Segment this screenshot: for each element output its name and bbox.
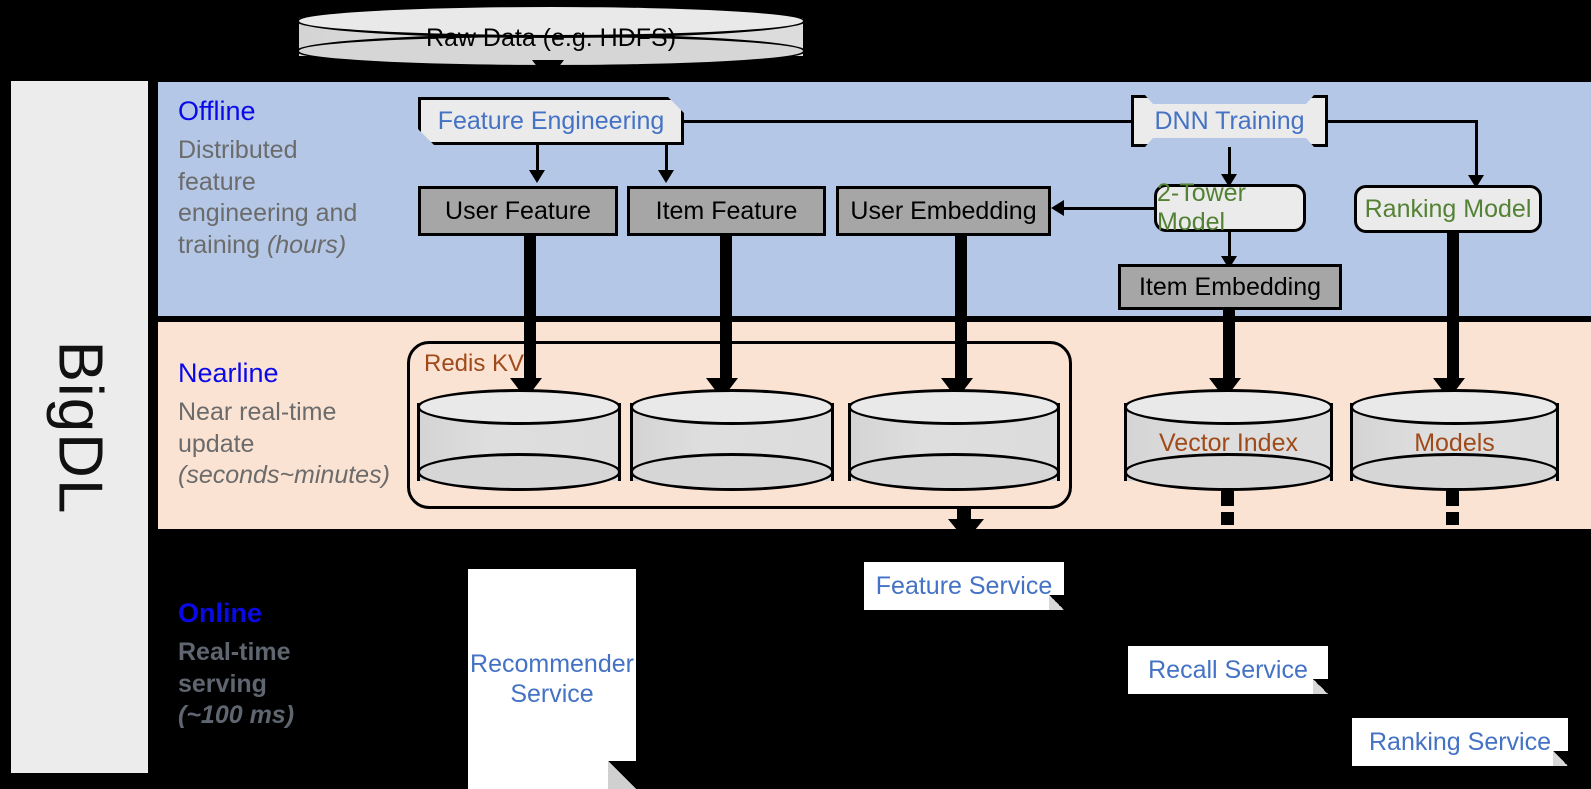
models-cylinder[interactable]: Models	[1350, 389, 1559, 495]
bigdl-framework-panel: BigDL	[8, 78, 151, 776]
offline-desc-line2: feature	[178, 167, 256, 196]
user-embedding-label: User Embedding	[850, 196, 1037, 225]
two-tower-model-label: 2-Tower Model	[1157, 179, 1246, 236]
offline-desc-emphasis: (hours)	[266, 230, 347, 259]
feature-engineering-node[interactable]: Feature Engineering	[418, 97, 684, 145]
connector-vectorindex-dot-2	[1221, 512, 1234, 525]
feature-service-node[interactable]: Feature Service	[864, 562, 1064, 610]
redis-kv-container	[407, 341, 1072, 509]
online-desc-emphasis: (~100 ms)	[178, 701, 295, 729]
pipe-userembedding-to-redis3	[955, 234, 967, 384]
arrow-fe-to-itemfeature-line	[665, 145, 668, 172]
offline-title: Offline	[178, 96, 256, 126]
offline-description: Distributed feature engineering and trai…	[178, 135, 388, 261]
arrow-fe-to-dnn-line	[684, 120, 1136, 123]
recall-service-node[interactable]: Recall Service	[1128, 646, 1328, 694]
recommender-service-label-line2: Service	[510, 680, 594, 708]
arrow-rawdata-to-fe-head	[532, 60, 564, 81]
page-fold-icon	[608, 761, 636, 789]
online-desc-line1: Real-time	[178, 638, 291, 666]
arrow-dnn-to-ranking-head	[1468, 175, 1484, 188]
ranking-service-node[interactable]: Ranking Service	[1352, 718, 1568, 766]
feature-service-label: Feature Service	[875, 572, 1053, 600]
pipe-itemembedding-to-vectorindex	[1223, 308, 1235, 384]
connector-models-dot-2	[1446, 512, 1459, 525]
item-feature-label: Item Feature	[655, 196, 798, 225]
user-feature-node[interactable]: User Feature	[418, 186, 618, 236]
online-caption: Online Real-time serving (~100 ms)	[178, 598, 408, 732]
pipe-userfeature-to-redis1	[524, 234, 536, 384]
item-embedding-node[interactable]: Item Embedding	[1118, 264, 1342, 310]
pipe-rankingmodel-to-models	[1447, 232, 1459, 384]
arrow-dnn-to-ranking-vline	[1475, 120, 1478, 177]
redis-kv-label: Redis KV	[424, 350, 525, 377]
nearline-caption: Nearline Near real-time update (seconds~…	[178, 358, 408, 492]
connector-models-dot-1	[1446, 489, 1459, 506]
raw-data-label: Raw Data (e.g. HDFS)	[425, 24, 677, 52]
raw-data-cylinder: Raw Data (e.g. HDFS)	[296, 4, 806, 68]
redis-cylinder-item-feature	[630, 389, 834, 495]
arrow-fe-to-itemfeature-head	[658, 170, 674, 183]
offline-desc-line4: training	[178, 230, 267, 259]
arrow-twotower-to-itemembedding-line	[1228, 232, 1231, 259]
page-fold-icon	[1553, 751, 1568, 766]
nearline-desc-line2: update	[178, 429, 255, 458]
dnn-training-label: DNN Training	[1154, 106, 1305, 135]
recommender-service-node[interactable]: Recommender Service	[468, 569, 636, 789]
redis-cylinder-user-feature	[417, 389, 621, 495]
pipe-itemfeature-to-redis2	[720, 234, 732, 384]
arrow-twotower-to-userembedding-head	[1051, 200, 1064, 216]
connector-redis-to-featureservice-head	[948, 519, 984, 541]
nearline-description: Near real-time update (seconds~minutes)	[178, 397, 408, 492]
recall-service-label: Recall Service	[1148, 656, 1308, 684]
ranking-model-node[interactable]: Ranking Model	[1354, 185, 1542, 233]
offline-desc-line1: Distributed	[178, 136, 298, 164]
nearline-desc-line1: Near real-time	[178, 398, 337, 426]
arrow-dnn-to-twotower-line	[1228, 147, 1231, 176]
user-embedding-node[interactable]: User Embedding	[836, 186, 1051, 236]
arrow-fe-to-userfeature-head	[529, 170, 545, 183]
vector-index-label: Vector Index	[1159, 429, 1298, 457]
two-tower-model-node[interactable]: 2-Tower Model	[1154, 179, 1306, 236]
offline-desc-line3: engineering and	[178, 199, 358, 227]
page-fold-icon	[1049, 595, 1064, 610]
ranking-service-label: Ranking Service	[1368, 728, 1552, 756]
arrow-twotower-to-userembedding-line	[1064, 207, 1154, 210]
nearline-title: Nearline	[178, 358, 279, 388]
recommender-service-label-line1: Recommender	[470, 650, 634, 678]
user-feature-label: User Feature	[445, 196, 591, 225]
item-embedding-label: Item Embedding	[1138, 272, 1322, 301]
page-fold-icon	[1313, 679, 1328, 694]
online-description: Real-time serving (~100 ms)	[178, 637, 408, 732]
arrow-dnn-to-twotower-head	[1221, 174, 1237, 187]
vector-index-cylinder[interactable]: Vector Index	[1124, 389, 1333, 495]
models-label: Models	[1414, 429, 1495, 457]
arrow-fe-to-userfeature-line	[536, 145, 539, 172]
offline-caption: Offline Distributed feature engineering …	[178, 96, 388, 261]
redis-cylinder-user-embedding	[848, 389, 1060, 495]
arrow-dnn-to-ranking-hline	[1328, 120, 1478, 123]
online-desc-line2: serving	[178, 669, 267, 698]
feature-engineering-label: Feature Engineering	[437, 106, 665, 135]
bigdl-label: BigDL	[45, 340, 114, 514]
nearline-desc-emphasis: (seconds~minutes)	[178, 461, 390, 489]
ranking-model-label: Ranking Model	[1364, 194, 1532, 223]
online-title: Online	[178, 598, 263, 628]
item-feature-node[interactable]: Item Feature	[627, 186, 826, 236]
connector-vectorindex-dot-1	[1221, 489, 1234, 506]
